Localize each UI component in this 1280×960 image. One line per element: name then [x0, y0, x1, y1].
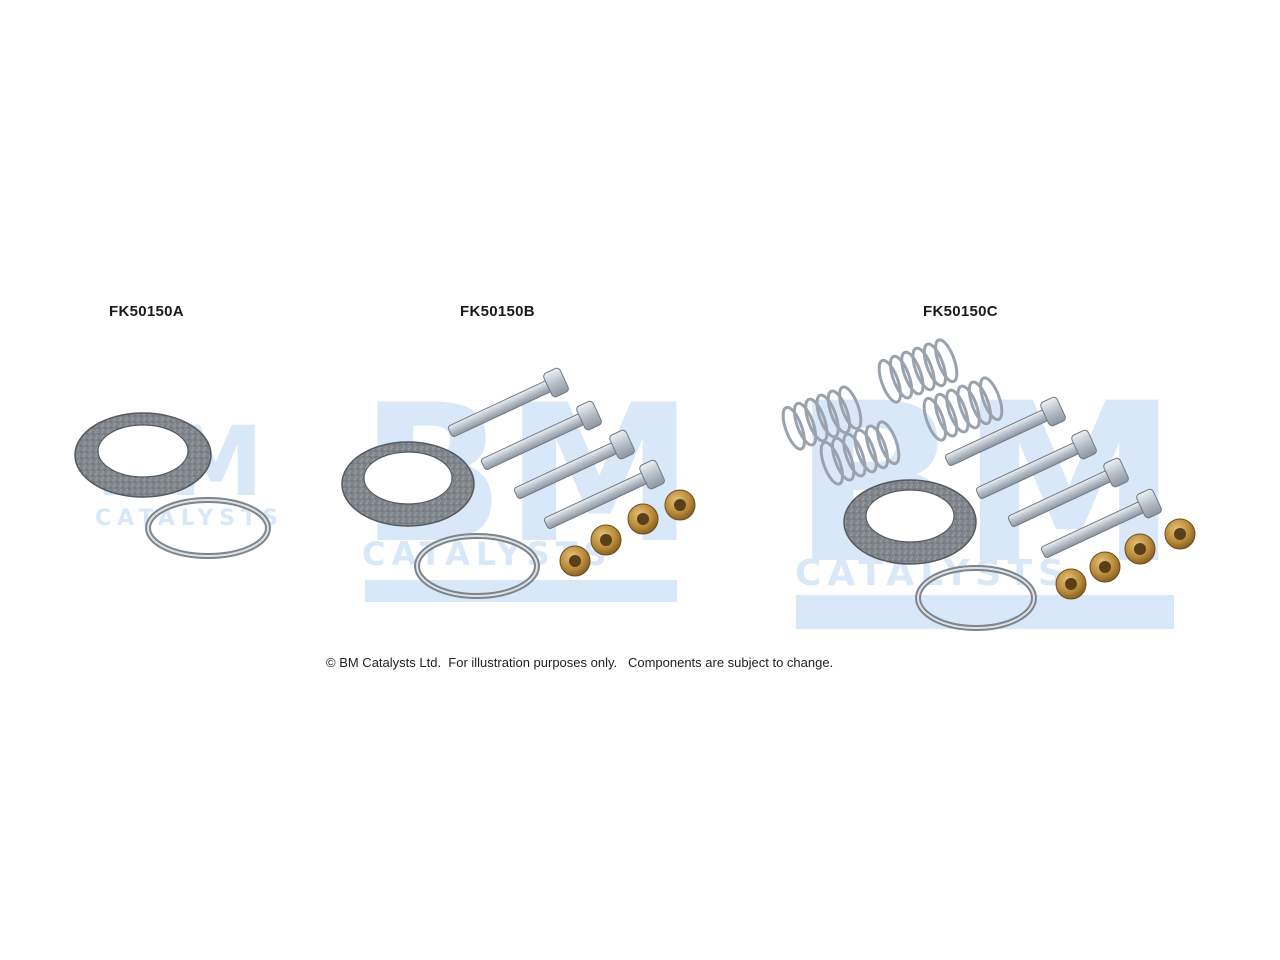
bolt-icon — [944, 396, 1066, 466]
gasket-icon — [843, 479, 977, 565]
copyright-disclaimer: © BM Catalysts Ltd. For illustration pur… — [326, 655, 834, 670]
kit-code-b: FK50150B — [460, 303, 535, 320]
gasket-icon — [341, 441, 475, 527]
nut-icon — [559, 545, 591, 577]
kit-a-parts — [74, 412, 271, 559]
nut-icon — [1055, 568, 1087, 600]
sealing-ring-icon — [145, 497, 271, 559]
sealing-ring-icon — [915, 565, 1037, 631]
nut-icon — [1089, 551, 1121, 583]
nut-icon — [664, 489, 696, 521]
bolt-icon — [975, 429, 1097, 499]
spring-icon — [922, 376, 1004, 442]
nut-icon — [627, 503, 659, 535]
kit-c-parts — [781, 338, 1196, 631]
kit-code-a: FK50150A — [109, 303, 184, 320]
watermark-bar-b — [365, 580, 677, 602]
bolt-icon — [480, 400, 602, 470]
watermark-bar-c — [796, 595, 1174, 629]
bolt-icon — [1040, 488, 1162, 558]
spring-icon — [819, 420, 901, 486]
bolt-icon — [447, 367, 569, 437]
sealing-ring-icon — [414, 533, 540, 599]
nut-icon — [590, 524, 622, 556]
gasket-icon — [74, 412, 212, 498]
bolt-icon — [543, 459, 665, 529]
kit-b-parts — [341, 367, 696, 599]
bolt-icon — [513, 429, 635, 499]
spring-icon — [781, 385, 863, 451]
nut-icon — [1124, 533, 1156, 565]
nut-icon — [1164, 518, 1196, 550]
kit-code-c: FK50150C — [923, 303, 998, 320]
spring-icon — [877, 338, 959, 404]
bolt-icon — [1007, 457, 1129, 527]
